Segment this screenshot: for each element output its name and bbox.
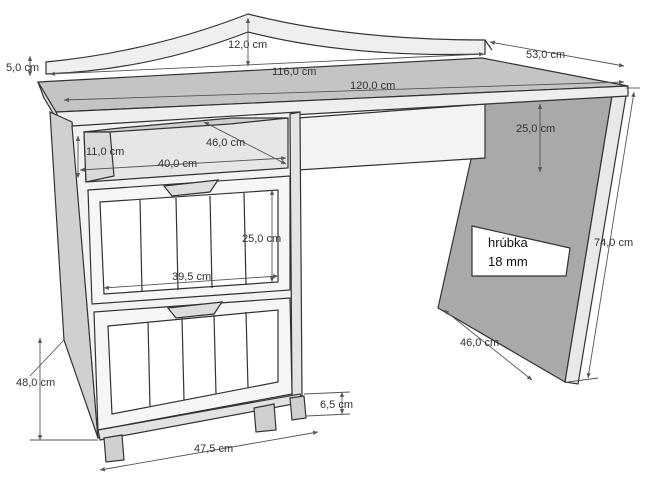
label-desk-height: 74,0 cm (594, 237, 633, 249)
label-plinth-height: 6,5 cm (320, 399, 353, 411)
label-top-length: 120,0 cm (350, 80, 395, 92)
desk-drawing (36, 13, 629, 463)
label-drawer-width: 39,5 cm (172, 271, 211, 283)
upper-drawer-handle (162, 179, 220, 197)
label-shelf-width: 40,0 cm (158, 158, 197, 170)
label-side-board-height: 5,0 cm (6, 62, 39, 74)
lower-drawer-handle (166, 301, 224, 319)
label-pedestal-height: 48,0 cm (16, 377, 55, 389)
thickness-note-line2: 18 mm (488, 254, 528, 269)
lower-drawer (93, 297, 293, 431)
dimension-lines (27, 18, 640, 472)
label-side-panel-depth: 46,0 cm (460, 337, 499, 349)
plinth (97, 393, 307, 463)
dimension-labels: 12,0 cm 5,0 cm 116,0 cm 53,0 cm 120,0 cm… (6, 39, 633, 455)
label-drawer-height: 25,0 cm (242, 233, 281, 245)
label-shelf-height: 11,0 cm (86, 146, 124, 158)
label-backboard-length: 116,0 cm (272, 66, 316, 78)
thickness-note: hrúbka 18 mm (488, 235, 529, 269)
label-shelf-depth: 46,0 cm (206, 137, 245, 149)
label-backboard-height: 12,0 cm (228, 39, 267, 51)
label-top-depth: 53,0 cm (526, 49, 565, 61)
label-leg-opening-height: 25,0 cm (516, 123, 555, 135)
label-pedestal-width: 47,5 cm (194, 443, 233, 455)
upper-drawer (87, 175, 291, 305)
thickness-note-line1: hrúbka (488, 235, 529, 250)
modesty-rail (297, 103, 486, 171)
